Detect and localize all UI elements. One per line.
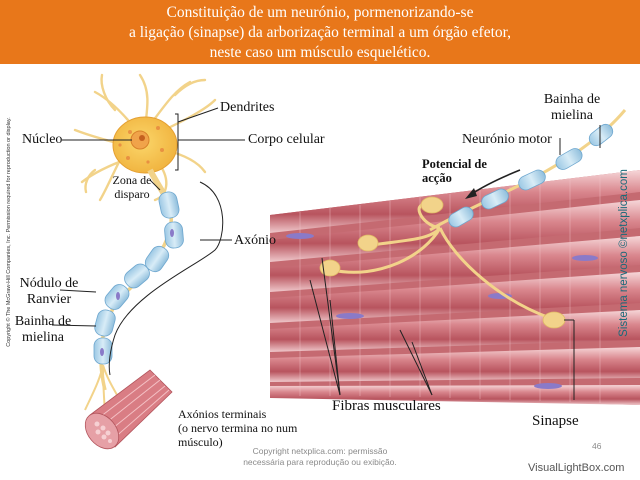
axon-terminals-label: Axónios terminais (o nervo termina no nu… [178, 407, 297, 449]
cell-body-label: Corpo celular [248, 132, 325, 147]
axon-terminals-line-3: músculo) [178, 435, 223, 449]
footer-line-1: Copyright netxplica.com: permissão [252, 446, 388, 456]
slide-title: Constituição de um neurónio, pormenoriza… [0, 0, 640, 64]
action-potential-line-1: Potencial de [422, 157, 487, 171]
action-potential-line-2: acção [422, 171, 452, 185]
trigger-zone-line-1: Zona de [112, 173, 152, 187]
muscle-fibers-block [270, 170, 640, 405]
action-potential-label: Potencial de acção [422, 157, 487, 185]
trigger-zone-line-2: disparo [114, 187, 150, 201]
footer-copyright: Copyright netxplica.com: permissão neces… [205, 446, 435, 468]
axon-terminals-line-2: (o nervo termina no num [178, 421, 298, 435]
myelin-sheath-right-label: Bainha de mielina [536, 92, 608, 124]
muscle-nuclei [286, 233, 598, 389]
neuron-muscle-illustration [51, 73, 640, 450]
copyright-vertical-left: Copyright © The McGraw-Hill Companies, I… [6, 117, 12, 347]
myelin-sheath-left-label: Bainha de mielina [10, 314, 76, 346]
brand-watermark: VisualLightBox.com [528, 462, 625, 474]
footer-line-2: necessária para reprodução ou exibição. [243, 457, 397, 467]
trigger-zone-label: Zona de disparo [108, 173, 156, 201]
myelin-sheath-left-line-1: Bainha de [14, 314, 72, 329]
dendrites-label: Dendrites [220, 100, 275, 115]
node-of-ranvier-line-1: Nódulo de [19, 276, 79, 291]
motor-axon-terminals [331, 202, 551, 320]
axon-label: Axónio [234, 233, 276, 248]
node-of-ranvier-line-2: Ranvier [26, 292, 72, 307]
axon-terminals-line-1: Axónios terminais [178, 407, 267, 421]
leader-lines [51, 107, 601, 400]
page-number: 46 [592, 441, 602, 451]
myelin-sheath-right-line-2: mielina [551, 108, 593, 123]
myelin-sheath-left-line-2: mielina [22, 330, 64, 345]
slide-title-line-2: a ligação (sinapse) da arborização termi… [128, 24, 512, 41]
synaptic-knobs [319, 196, 566, 329]
slide-title-line-1: Constituição de um neurónio, pormenoriza… [166, 4, 474, 21]
nucleus-label: Núcleo [22, 132, 63, 147]
myelin-sheath-right-line-1: Bainha de [543, 92, 601, 107]
node-of-ranvier-label: Nódulo de Ranvier [14, 276, 84, 308]
motor-neuron-label: Neurónio motor [462, 132, 552, 147]
watermark-vertical-right: Sistema nervoso ©netxplica.com [618, 169, 630, 337]
muscle-fibers-label: Fibras musculares [332, 398, 441, 414]
small-muscle-bundle [84, 369, 173, 450]
myelin-sheath-left [93, 191, 184, 365]
slide-title-line-3: neste caso um músculo esquelético. [209, 44, 431, 61]
neuron-left [73, 73, 217, 450]
synapse-label: Sinapse [532, 413, 579, 429]
